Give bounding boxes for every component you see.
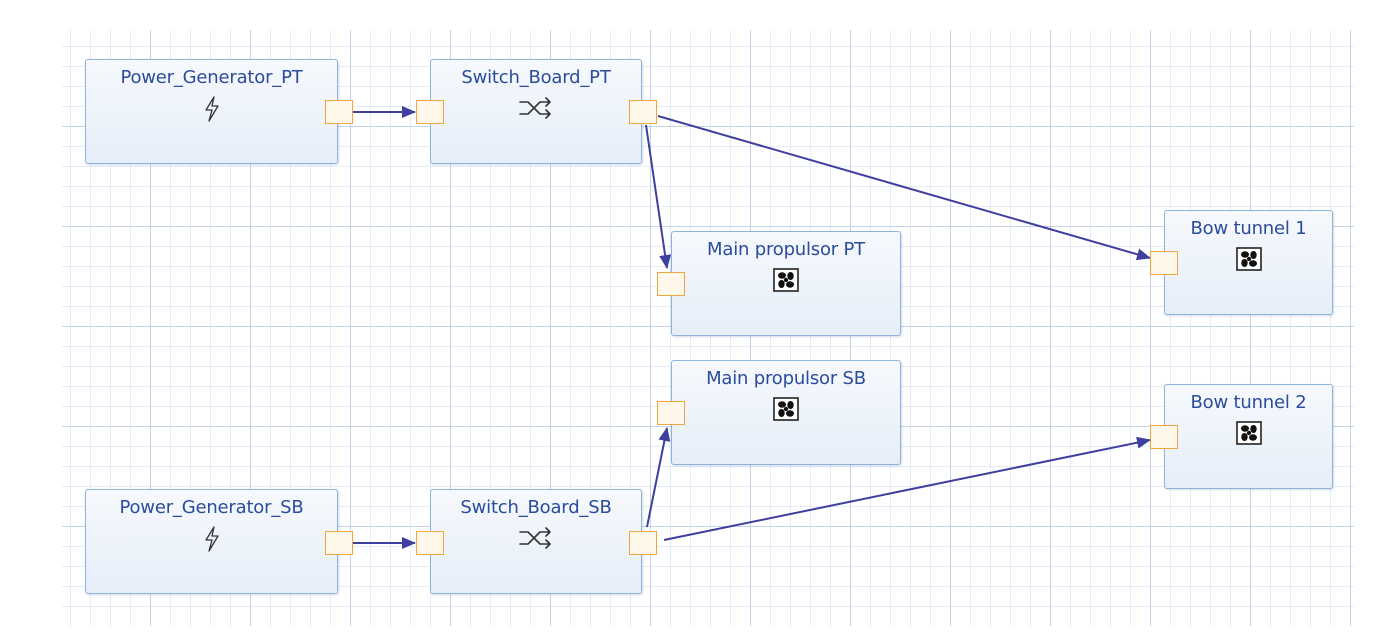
fan-icon: [1235, 247, 1262, 275]
output-port[interactable]: [325, 531, 353, 555]
fan-icon: [773, 268, 799, 296]
input-port[interactable]: [416, 531, 444, 555]
node-label: Main propulsor PT: [707, 239, 865, 260]
shuffle-icon: [518, 526, 554, 554]
node-label: Switch_Board_SB: [460, 497, 612, 518]
node-label: Bow tunnel 2: [1190, 392, 1307, 413]
input-port[interactable]: [1150, 425, 1178, 449]
output-port[interactable]: [629, 531, 657, 555]
input-port[interactable]: [416, 100, 444, 124]
input-port[interactable]: [657, 272, 685, 296]
output-port[interactable]: [629, 100, 657, 124]
input-port[interactable]: [1150, 251, 1178, 275]
shuffle-icon: [518, 96, 554, 124]
node-label: Power_Generator_PT: [120, 67, 303, 88]
fan-icon: [1235, 421, 1262, 449]
node-switch-board-sb[interactable]: Switch_Board_SB: [430, 489, 642, 594]
node-main-propulsor-sb[interactable]: Main propulsor SB: [671, 360, 901, 465]
output-port[interactable]: [325, 100, 353, 124]
node-label: Switch_Board_PT: [461, 67, 611, 88]
node-bow-tunnel-2[interactable]: Bow tunnel 2: [1164, 384, 1333, 489]
node-label: Main propulsor SB: [706, 368, 866, 389]
node-power-generator-pt[interactable]: Power_Generator_PT: [85, 59, 338, 164]
node-power-generator-sb[interactable]: Power_Generator_SB: [85, 489, 338, 594]
node-main-propulsor-pt[interactable]: Main propulsor PT: [671, 231, 901, 336]
input-port[interactable]: [657, 401, 685, 425]
node-bow-tunnel-1[interactable]: Bow tunnel 1: [1164, 210, 1333, 315]
node-switch-board-pt[interactable]: Switch_Board_PT: [430, 59, 642, 164]
fan-icon: [773, 397, 799, 425]
lightning-icon: [203, 96, 221, 126]
lightning-icon: [203, 526, 221, 556]
node-label: Power_Generator_SB: [119, 497, 304, 518]
node-label: Bow tunnel 1: [1190, 218, 1307, 239]
